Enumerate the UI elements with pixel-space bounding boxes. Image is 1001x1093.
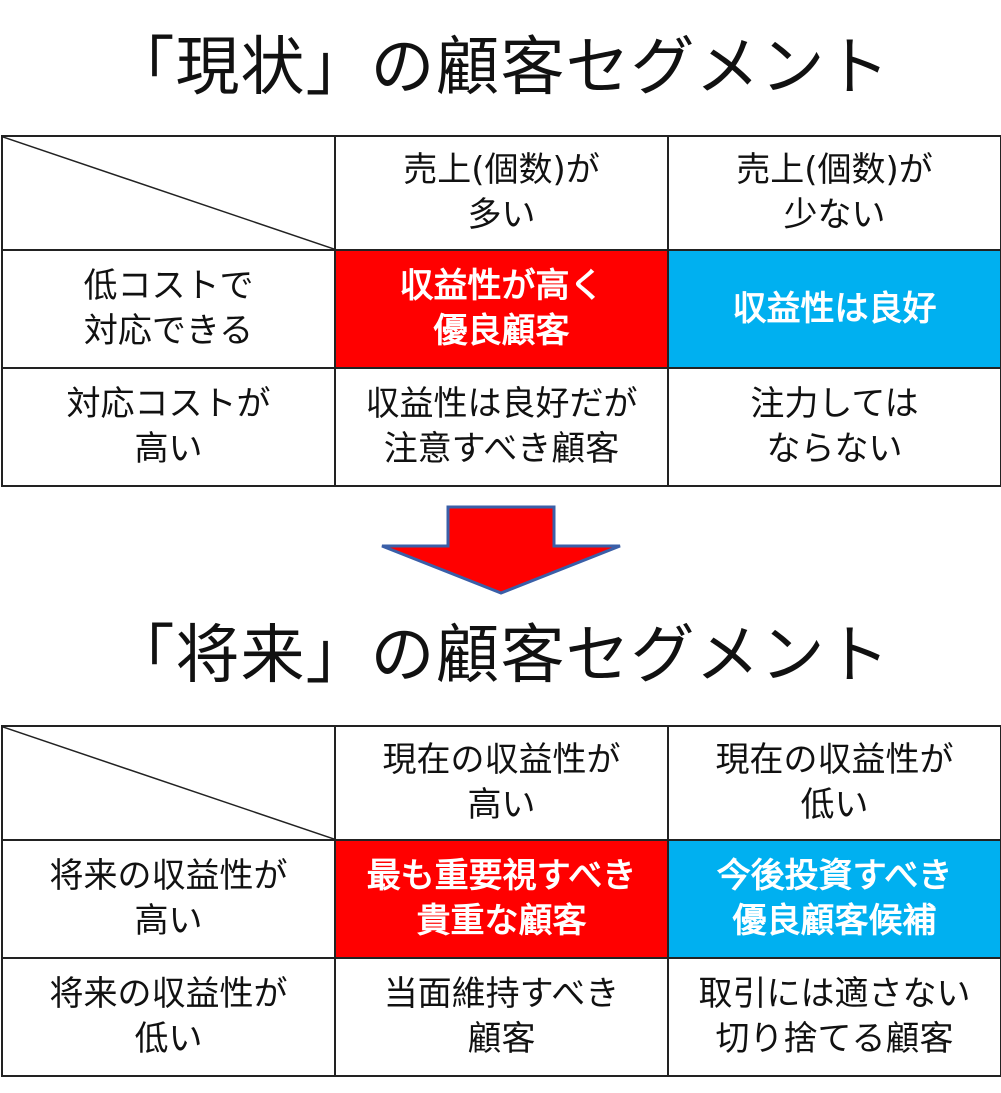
row-header-future-high-profit: 将来の収益性が 高い (1, 839, 336, 959)
cell-caution-customer: 収益性は良好だが 注意すべき顧客 (334, 367, 669, 487)
cell-high-profit-good-customer: 収益性が高く 優良顧客 (334, 249, 669, 369)
column-header-high-sales: 売上(個数)が 多い (334, 135, 669, 251)
column-header-current-low-profit: 現在の収益性が 低い (667, 725, 1001, 841)
row-header-low-cost: 低コストで 対応できる (1, 249, 336, 369)
cell-good-profit: 収益性は良好 (667, 249, 1001, 369)
cell-maintain-customer: 当面維持すべき 顧客 (334, 957, 669, 1077)
cell-cut-off-customer: 取引には適さない 切り捨てる顧客 (667, 957, 1001, 1077)
cell-do-not-focus: 注力しては ならない (667, 367, 1001, 487)
cell-invest-candidate: 今後投資すべき 優良顧客候補 (667, 839, 1001, 959)
table-row: 対応コストが 高い 収益性は良好だが 注意すべき顧客 注力しては ならない (1, 367, 1001, 487)
diagonal-divider (3, 137, 334, 249)
table-row: 将来の収益性が 高い 最も重要視すべき 貴重な顧客 今後投資すべき 優良顧客候補 (1, 839, 1001, 959)
corner-cell (1, 725, 336, 841)
future-segment-title: 「将来」の顧客セグメント (110, 619, 891, 693)
column-header-current-high-profit: 現在の収益性が 高い (334, 725, 669, 841)
diagonal-divider (3, 727, 334, 839)
row-header-future-low-profit: 将来の収益性が 低い (1, 957, 336, 1077)
down-arrow-icon (381, 505, 621, 595)
corner-cell (1, 135, 336, 251)
row-header-high-cost: 対応コストが 高い (1, 367, 336, 487)
table-row: 将来の収益性が 低い 当面維持すべき 顧客 取引には適さない 切り捨てる顧客 (1, 957, 1001, 1077)
table-row: 売上(個数)が 多い 売上(個数)が 少ない (1, 135, 1001, 251)
current-segment-title: 「現状」の顧客セグメント (110, 31, 891, 105)
column-header-low-sales: 売上(個数)が 少ない (667, 135, 1001, 251)
future-segment-matrix: 現在の収益性が 高い 現在の収益性が 低い 将来の収益性が 高い 最も重要視すべ… (1, 725, 1001, 1077)
table-row: 現在の収益性が 高い 現在の収益性が 低い (1, 725, 1001, 841)
current-segment-matrix: 売上(個数)が 多い 売上(個数)が 少ない 低コストで 対応できる 収益性が高… (1, 135, 1001, 487)
cell-most-important-customer: 最も重要視すべき 貴重な顧客 (334, 839, 669, 959)
table-row: 低コストで 対応できる 収益性が高く 優良顧客 収益性は良好 (1, 249, 1001, 369)
